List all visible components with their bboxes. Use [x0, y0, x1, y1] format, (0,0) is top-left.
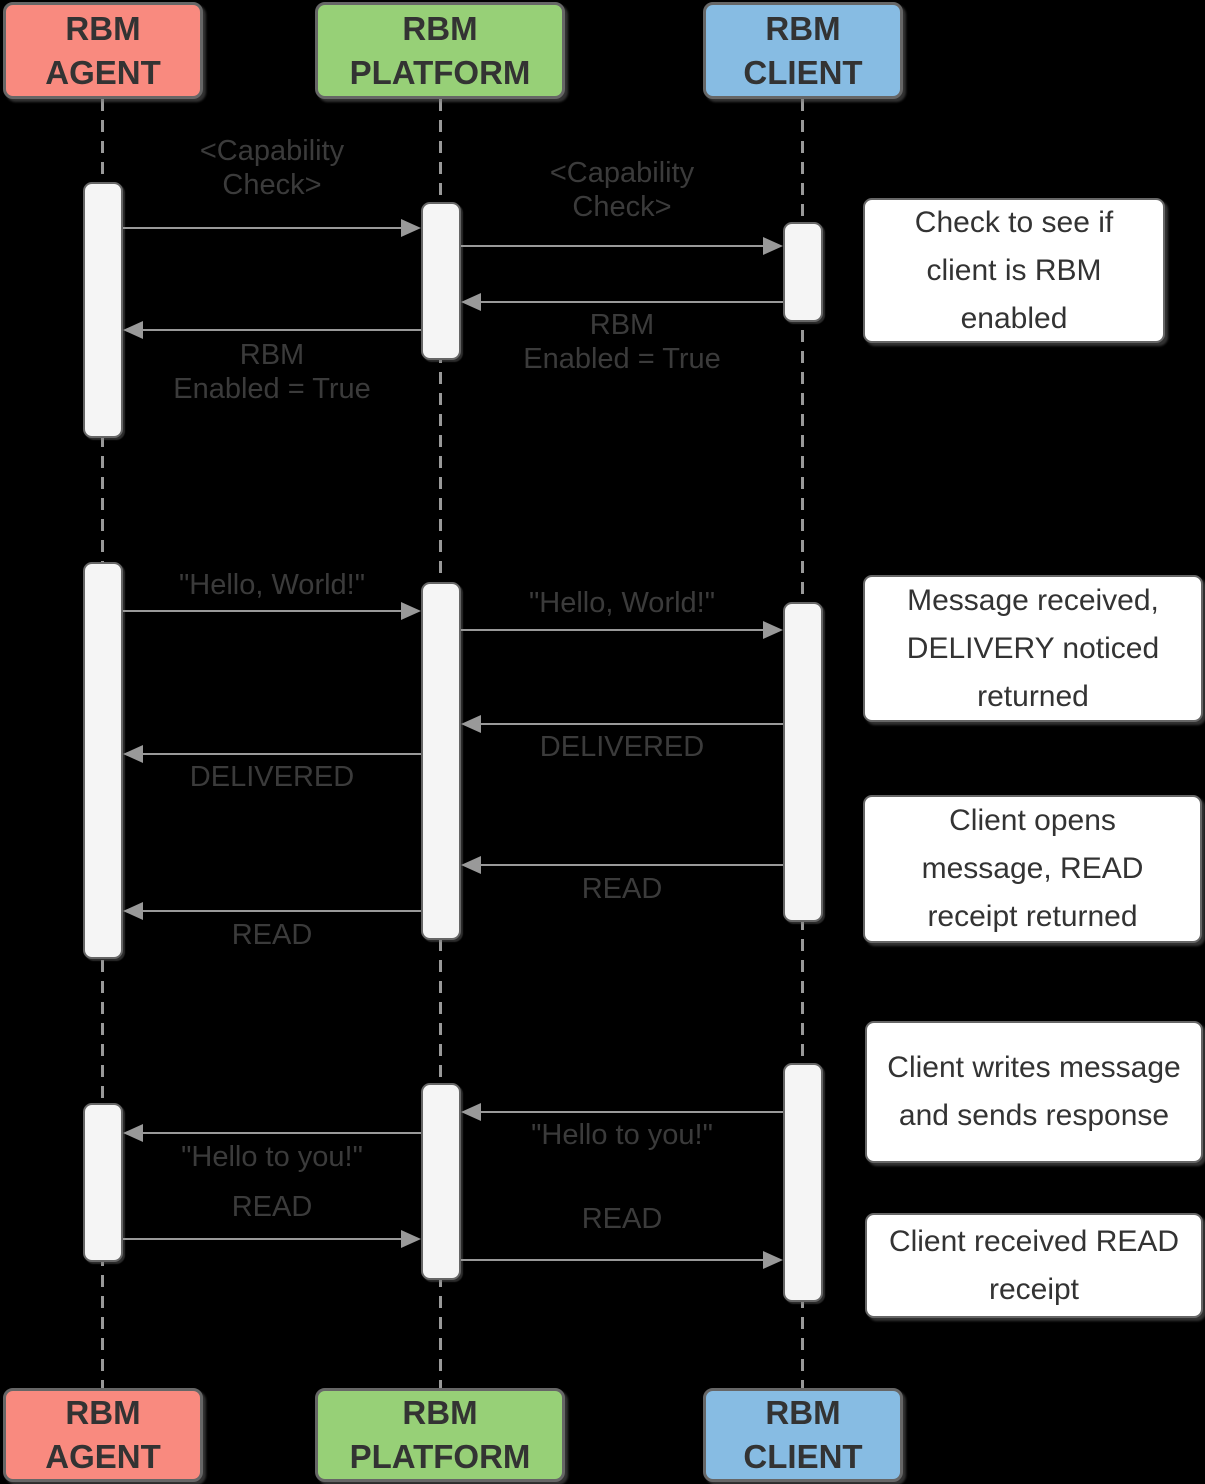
message-label: "Hello to you!" [181, 1141, 363, 1173]
arrowhead-left-icon [123, 321, 143, 339]
arrowhead-right-icon [763, 1251, 783, 1269]
actor-box-agent-top: RBM AGENT [3, 2, 203, 99]
message-label: RBM Enabled = True [523, 309, 721, 376]
arrow-line [481, 864, 783, 866]
arrow-line [123, 227, 403, 229]
arrow-line [143, 1132, 421, 1134]
note-client-writes-message: Client writes message and sends response [865, 1021, 1203, 1163]
message-label: READ [581, 1203, 663, 1235]
arrowhead-right-icon [401, 219, 421, 237]
arrowhead-right-icon [401, 602, 421, 620]
activation-bar-client-3 [783, 1063, 823, 1302]
arrow-line [461, 1259, 763, 1261]
arrowhead-left-icon [461, 715, 481, 733]
message-label: RBM Enabled = True [173, 339, 371, 406]
actor-box-client-top: RBM CLIENT [703, 2, 903, 99]
message-label: "Hello to you!" [531, 1119, 713, 1151]
note-message-received: Message received, DELIVERY noticed retur… [863, 575, 1203, 722]
message-label: READ [231, 919, 313, 951]
message-label: <Capability Check> [549, 157, 695, 224]
activation-bar-client-1 [783, 222, 823, 322]
activation-bar-platform-1 [421, 202, 461, 360]
activation-bar-agent-1 [83, 182, 123, 438]
arrowhead-right-icon [763, 237, 783, 255]
message-label: READ [231, 1191, 313, 1223]
message-label: "Hello, World!" [528, 587, 716, 619]
arrowhead-left-icon [461, 856, 481, 874]
arrowhead-left-icon [461, 293, 481, 311]
arrow-line [123, 1238, 403, 1240]
note-capability-check: Check to see if client is RBM enabled [863, 198, 1165, 343]
arrow-line [481, 723, 783, 725]
arrowhead-left-icon [123, 902, 143, 920]
arrowhead-left-icon [461, 1103, 481, 1121]
activation-bar-client-2 [783, 602, 823, 922]
arrow-line [481, 301, 783, 303]
arrowhead-right-icon [763, 621, 783, 639]
note-client-opens-message: Client opens message, READ receipt retur… [863, 795, 1202, 943]
actor-box-platform-top: RBM PLATFORM [315, 2, 565, 99]
activation-bar-agent-3 [83, 1103, 123, 1262]
activation-bar-platform-3 [421, 1083, 461, 1280]
actor-box-agent-bottom: RBM AGENT [3, 1388, 203, 1482]
activation-bar-agent-2 [83, 562, 123, 959]
actor-box-client-bottom: RBM CLIENT [703, 1388, 903, 1482]
arrow-line [481, 1111, 783, 1113]
arrowhead-left-icon [123, 1124, 143, 1142]
message-label: DELIVERED [189, 761, 355, 793]
arrowhead-right-icon [401, 1230, 421, 1248]
message-label: READ [581, 873, 663, 905]
actor-box-platform-bottom: RBM PLATFORM [315, 1388, 565, 1482]
arrow-line [123, 610, 403, 612]
arrow-line [143, 753, 421, 755]
message-label: <Capability Check> [199, 135, 345, 202]
arrow-line [143, 329, 421, 331]
message-label: "Hello, World!" [178, 569, 366, 601]
arrow-line [461, 245, 763, 247]
arrow-line [461, 629, 763, 631]
arrow-line [143, 910, 421, 912]
message-label: DELIVERED [539, 731, 705, 763]
note-client-received-read: Client received READ receipt [865, 1213, 1203, 1318]
activation-bar-platform-2 [421, 582, 461, 940]
arrowhead-left-icon [123, 745, 143, 763]
